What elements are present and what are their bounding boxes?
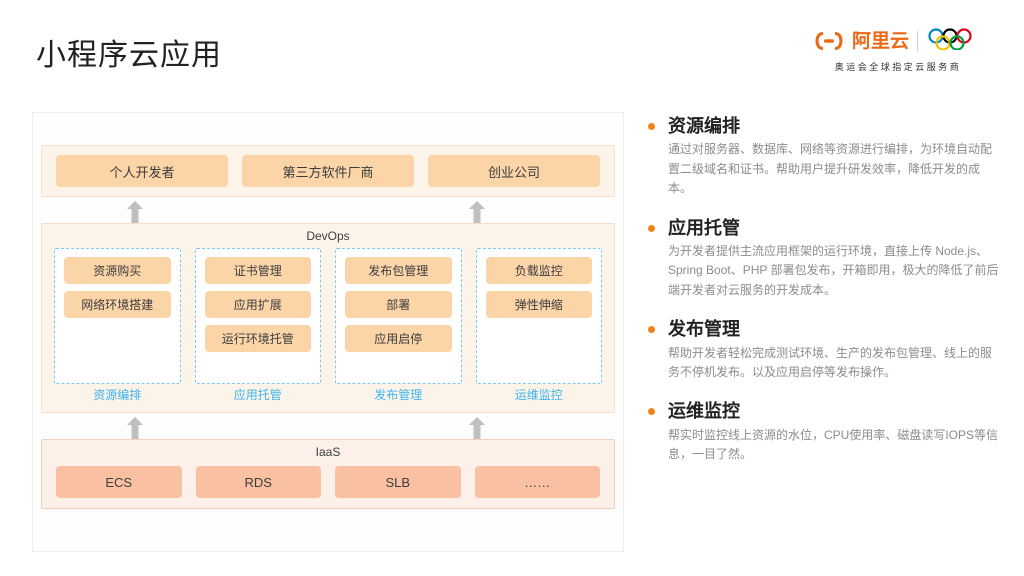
brand-divider: [917, 31, 918, 51]
devops-item[interactable]: 应用启停: [345, 325, 452, 352]
iaas-item-more[interactable]: ……: [474, 466, 600, 498]
iaas-item-slb[interactable]: SLB: [335, 466, 461, 498]
devops-item[interactable]: 发布包管理: [345, 257, 452, 284]
brand-name: 阿里云: [851, 30, 909, 52]
iaas-band: IaaS ECS RDS SLB ……: [41, 439, 615, 509]
bullet-icon: [648, 326, 655, 334]
feature-list: 资源编排 通过对服务器、数据库、网络等资源进行编排，为环境自动配置二级域名和证书…: [648, 114, 1000, 482]
devops-column-label[interactable]: 应用托管: [233, 388, 282, 402]
olympic-rings-icon: [926, 27, 982, 55]
devops-columns: 资源购买 网络环境搭建 资源编排 证书管理 应用扩展 运行环境托管 应用托管 发…: [54, 248, 602, 406]
devops-band: DevOps 资源购买 网络环境搭建 资源编排 证书管理 应用扩展 运行环境托管…: [41, 223, 615, 413]
consumer-box[interactable]: 第三方软件厂商: [242, 155, 414, 187]
devops-column-body: 证书管理 应用扩展 运行环境托管: [194, 248, 321, 384]
arrow-up-icon: [127, 417, 143, 439]
devops-column-body: 负载监控 弹性伸缩: [475, 248, 602, 384]
devops-column-resource-orchestration: 资源购买 网络环境搭建 资源编排: [54, 248, 181, 406]
feature-title: 发布管理: [668, 319, 740, 340]
iaas-item-rds[interactable]: RDS: [195, 466, 321, 498]
consumers-band: 个人开发者 第三方软件厂商 创业公司: [41, 145, 615, 197]
devops-item[interactable]: 资源购买: [64, 257, 171, 284]
architecture-diagram: 个人开发者 第三方软件厂商 创业公司 DevOps 资源购买 网络环境搭建 资源…: [32, 112, 624, 552]
devops-column-app-hosting: 证书管理 应用扩展 运行环境托管 应用托管: [194, 248, 321, 406]
devops-column-body: 发布包管理 部署 应用启停: [335, 248, 462, 384]
feature-item-ops-monitoring: 运维监控 帮实时监控线上资源的水位，CPU使用率、磁盘读写IOPS等信息，一目了…: [648, 399, 1000, 464]
devops-item[interactable]: 弹性伸缩: [485, 291, 592, 318]
feature-description: 帮实时监控线上资源的水位，CPU使用率、磁盘读写IOPS等信息，一目了然。: [668, 427, 999, 462]
slide-header: 小程序云应用 阿里云: [0, 0, 1024, 100]
bullet-icon: [648, 408, 655, 416]
devops-column-label[interactable]: 发布管理: [374, 388, 423, 402]
devops-column-body: 资源购买 网络环境搭建: [54, 248, 181, 384]
feature-description: 帮助开发者轻松完成测试环境、生产的发布包管理、线上的服务不停机发布。以及应用启停…: [668, 345, 993, 379]
devops-item[interactable]: 网络环境搭建: [64, 291, 171, 318]
brand-row: 阿里云: [808, 27, 988, 55]
feature-item-app-hosting: 应用托管 为开发者提供主流应用框架的运行环境，直接上传 Node.js、Spri…: [648, 216, 1000, 301]
feature-description: 为开发者提供主流应用框架的运行环境，直接上传 Node.js、Spring Bo…: [668, 243, 999, 297]
arrow-row-upper: [41, 199, 615, 225]
brand-lockup: 阿里云 奥运会全球指定云服务商: [808, 27, 988, 73]
feature-item-resource-orchestration: 资源编排 通过对服务器、数据库、网络等资源进行编排，为环境自动配置二级域名和证书…: [648, 114, 1000, 199]
arrow-row-lower: [41, 415, 615, 441]
feature-title: 资源编排: [668, 116, 740, 136]
bullet-icon: [648, 123, 655, 130]
feature-title: 应用托管: [668, 217, 740, 238]
alibaba-cloud-logo-icon: [814, 30, 844, 52]
devops-item[interactable]: 应用扩展: [204, 291, 311, 318]
arrow-up-icon: [469, 417, 485, 439]
arrow-up-icon: [127, 201, 143, 223]
devops-item[interactable]: 证书管理: [204, 257, 311, 284]
consumer-box[interactable]: 创业公司: [428, 155, 600, 187]
feature-title: 运维监控: [668, 401, 740, 422]
devops-column-label[interactable]: 资源编排: [93, 388, 142, 402]
iaas-label: IaaS: [315, 445, 341, 459]
devops-item[interactable]: 部署: [345, 291, 452, 318]
feature-description: 通过对服务器、数据库、网络等资源进行编排，为环境自动配置二级域名和证书。帮助用户…: [668, 142, 993, 196]
devops-column-release-management: 发布包管理 部署 应用启停 发布管理: [335, 248, 462, 406]
consumer-box[interactable]: 个人开发者: [56, 155, 228, 187]
page-title: 小程序云应用: [36, 39, 222, 72]
brand-tagline: 奥运会全球指定云服务商: [834, 62, 962, 72]
iaas-boxes: ECS RDS SLB ……: [56, 466, 600, 498]
devops-column-label[interactable]: 运维监控: [514, 388, 563, 402]
bullet-icon: [648, 224, 655, 232]
devops-item[interactable]: 负载监控: [485, 257, 592, 284]
feature-item-release-management: 发布管理 帮助开发者轻松完成测试环境、生产的发布包管理、线上的服务不停机发布。以…: [648, 317, 1000, 382]
iaas-item-ecs[interactable]: ECS: [56, 466, 182, 498]
devops-label: DevOps: [306, 229, 350, 243]
arrow-up-icon: [469, 201, 485, 223]
devops-column-ops-monitoring: 负载监控 弹性伸缩 运维监控: [475, 248, 602, 406]
devops-item[interactable]: 运行环境托管: [204, 325, 311, 352]
